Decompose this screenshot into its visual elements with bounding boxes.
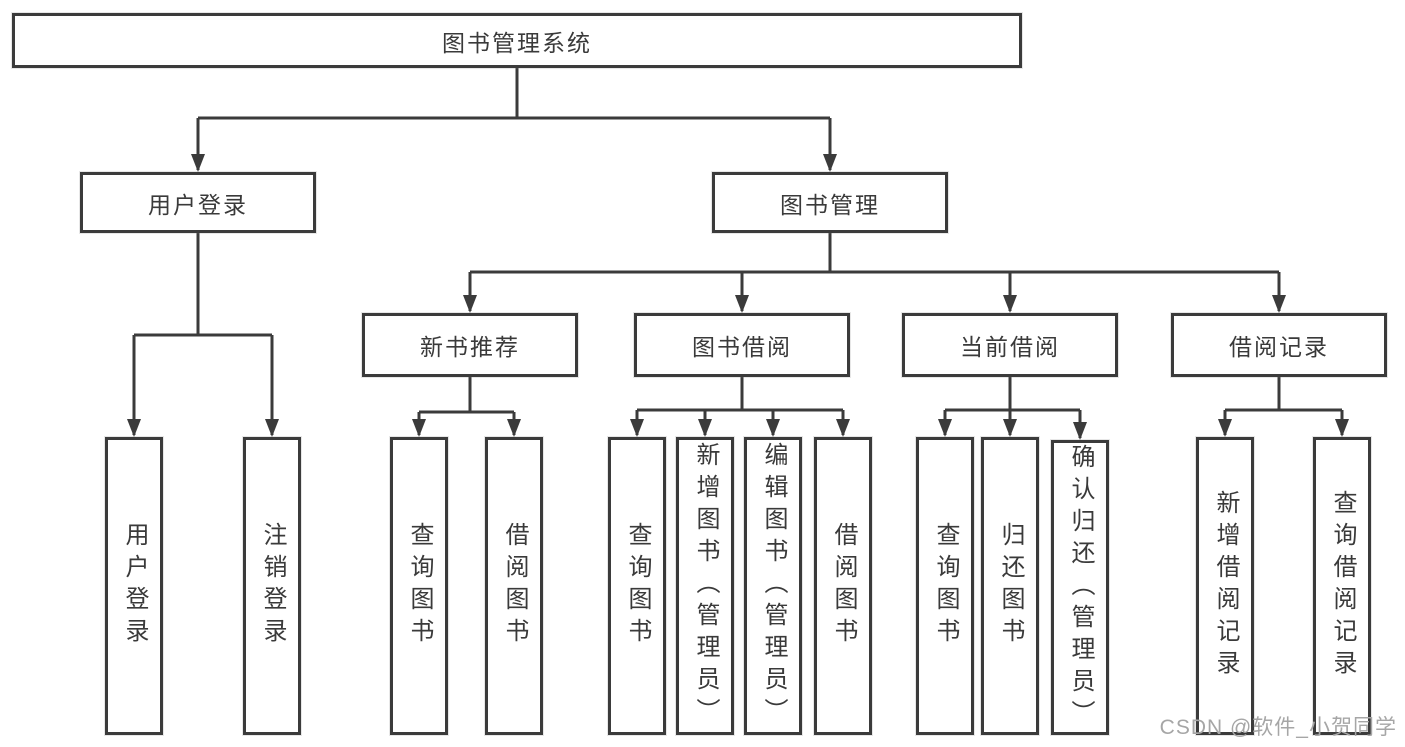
leaf-records-add: 新增借阅记录	[1196, 437, 1254, 735]
node-new-book-recommend: 新书推荐	[362, 313, 578, 377]
node-book-management: 图书管理	[712, 172, 948, 233]
leaf-newbook-query-label: 查询图书	[406, 522, 433, 650]
leaf-current-query: 查询图书	[916, 437, 974, 735]
leaf-current-query-label: 查询图书	[932, 522, 959, 650]
leaf-user-login: 用户登录	[105, 437, 163, 735]
leaf-borrowing-edit-label: 编辑图书（管理员）	[760, 442, 787, 730]
leaf-current-return: 归还图书	[981, 437, 1039, 735]
node-current-borrowing-label: 当前借阅	[960, 334, 1060, 360]
node-user-login: 用户登录	[80, 172, 316, 233]
leaf-current-confirm: 确认归还（管理员）	[1051, 440, 1109, 735]
leaf-newbook-borrow-label: 借阅图书	[501, 522, 528, 650]
leaf-logout: 注销登录	[243, 437, 301, 735]
leaf-borrowing-edit: 编辑图书（管理员）	[744, 437, 802, 735]
node-book-borrowing: 图书借阅	[634, 313, 850, 377]
leaf-borrowing-query: 查询图书	[608, 437, 666, 735]
node-borrow-records: 借阅记录	[1171, 313, 1387, 377]
node-borrow-records-label: 借阅记录	[1229, 334, 1329, 360]
leaf-borrowing-add: 新增图书（管理员）	[676, 437, 734, 735]
leaf-logout-label: 注销登录	[259, 522, 286, 650]
leaf-current-return-label: 归还图书	[997, 522, 1024, 650]
leaf-records-query: 查询借阅记录	[1313, 437, 1371, 735]
leaf-borrowing-query-label: 查询图书	[624, 522, 651, 650]
node-user-login-label: 用户登录	[148, 191, 248, 218]
node-new-book-recommend-label: 新书推荐	[420, 334, 520, 360]
leaf-borrowing-borrow: 借阅图书	[814, 437, 872, 735]
leaf-user-login-label: 用户登录	[121, 522, 148, 650]
node-root: 图书管理系统	[12, 13, 1022, 68]
node-book-management-label: 图书管理	[780, 191, 880, 218]
leaf-records-query-label: 查询借阅记录	[1329, 490, 1356, 682]
leaf-newbook-borrow: 借阅图书	[485, 437, 543, 735]
node-root-label: 图书管理系统	[442, 29, 592, 56]
leaf-newbook-query: 查询图书	[390, 437, 448, 735]
leaf-records-add-label: 新增借阅记录	[1212, 490, 1239, 682]
leaf-current-confirm-label: 确认归还（管理员）	[1067, 443, 1094, 732]
node-book-borrowing-label: 图书借阅	[692, 334, 792, 360]
leaf-borrowing-borrow-label: 借阅图书	[830, 522, 857, 650]
node-current-borrowing: 当前借阅	[902, 313, 1118, 377]
leaf-borrowing-add-label: 新增图书（管理员）	[692, 442, 719, 730]
